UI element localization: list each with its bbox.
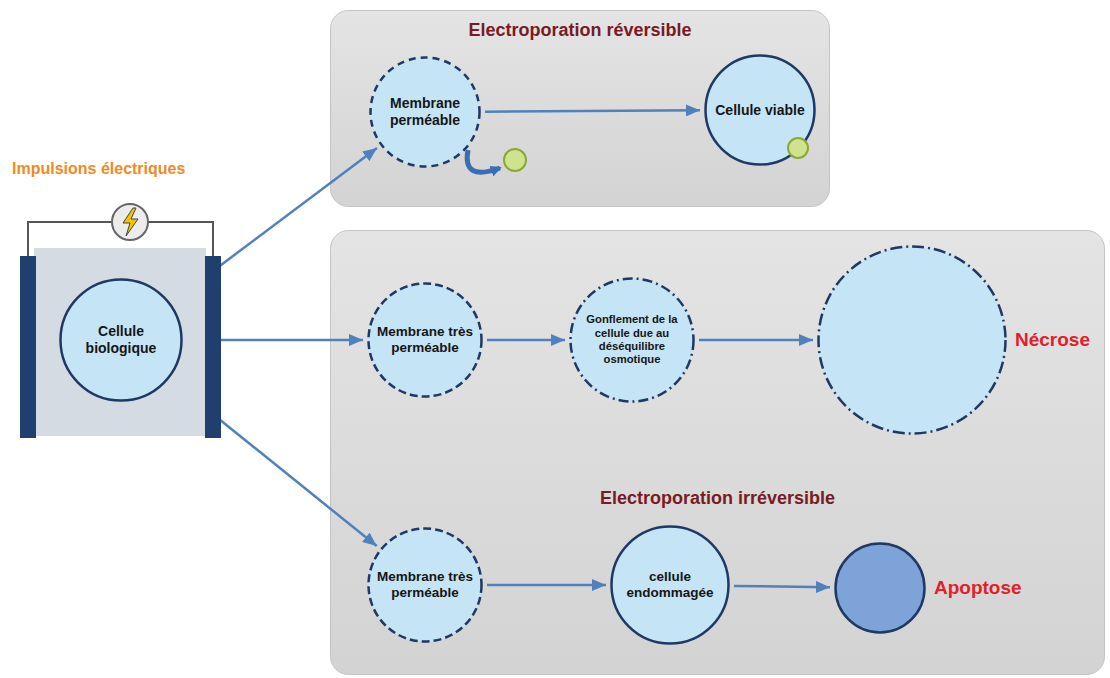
cell-label: Gonflement de la cellule due au déséquil… xyxy=(581,313,683,366)
cell-label: Cellule biologique xyxy=(68,323,173,356)
cell-circle xyxy=(612,527,729,644)
cell-circle: Cellule biologique xyxy=(59,278,183,402)
pulse-label: Impulsions électriques xyxy=(12,160,185,178)
swelling-cell: Gonflement de la cellule due au déséquil… xyxy=(569,277,695,403)
cell-label: Membrane très perméable xyxy=(376,324,475,356)
outcome-label: Nécrose xyxy=(1015,329,1090,351)
cell-label: Cellule viable xyxy=(715,102,804,119)
molecule xyxy=(504,149,526,171)
cell-circle xyxy=(571,279,694,402)
lightning-symbol xyxy=(123,208,138,236)
necrosis-cell: Nécrose xyxy=(817,245,1007,435)
permeable-cell: Membrane très perméable xyxy=(367,282,483,398)
cell-circle xyxy=(371,58,480,167)
permeable-cell: Membrane perméable xyxy=(369,56,481,168)
outcome-label: Apoptose xyxy=(934,577,1022,599)
cell-outline xyxy=(834,542,926,634)
entry-arrow xyxy=(467,150,500,172)
cell-circle xyxy=(61,280,182,401)
cell-circle xyxy=(369,529,482,642)
generator-symbol xyxy=(112,204,148,240)
electrode xyxy=(20,256,36,438)
wire xyxy=(28,222,112,256)
molecule xyxy=(788,138,808,158)
panel-ground xyxy=(331,231,1105,675)
cell-circle xyxy=(369,284,482,397)
panel-title: Electroporation réversible xyxy=(330,20,830,41)
cell-circle xyxy=(836,544,925,633)
cuvette xyxy=(34,248,206,436)
cell-label: cellule endommagée xyxy=(619,569,721,601)
damaged-cell: cellule endommagée xyxy=(610,525,730,645)
cell-label: Membrane très perméable xyxy=(376,569,475,601)
permeable-cell: Membrane très perméable xyxy=(367,527,483,643)
reversible-panel: Electroporation réversibleMembrane permé… xyxy=(330,10,830,207)
electrode xyxy=(205,256,221,438)
cell-circle xyxy=(819,247,1006,434)
apoptosis-cell: Apoptose xyxy=(834,542,926,634)
panel-ground xyxy=(331,11,830,207)
wire xyxy=(148,222,213,256)
cell-circle xyxy=(706,56,815,165)
irreversible-panel: Electroporation irréversibleMembrane trè… xyxy=(330,230,1105,675)
cell-outline xyxy=(817,245,1007,435)
viable-cell: Cellule viable xyxy=(704,54,816,166)
cell-label: Membrane perméable xyxy=(377,95,472,128)
panel-title: Electroporation irréversible xyxy=(330,488,1105,509)
